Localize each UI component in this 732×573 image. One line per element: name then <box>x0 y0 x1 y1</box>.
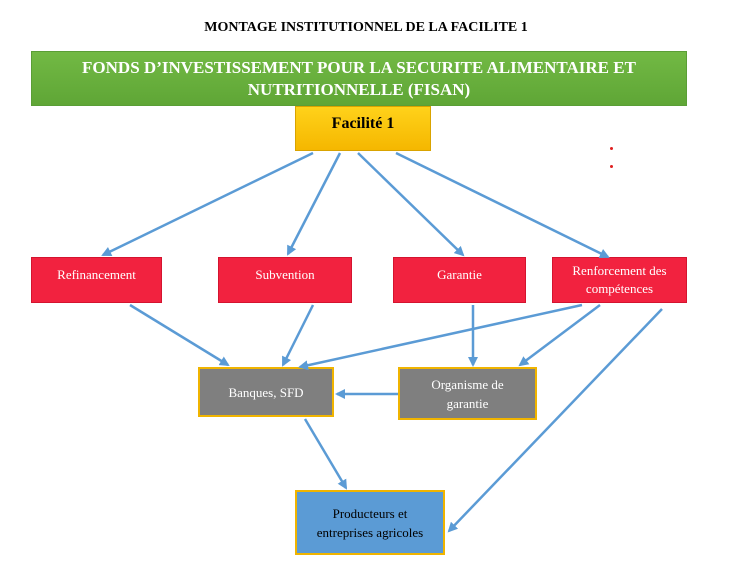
diagram-title: MONTAGE INSTITUTIONNEL DE LA FACILITE 1 <box>204 20 528 35</box>
decorative-dot <box>610 165 613 168</box>
arrow-banques-producteurs <box>303 418 348 490</box>
arrow-renforcement-producteurs <box>447 308 663 533</box>
arrow-facilite-refinancement <box>101 151 314 257</box>
arrow-facilite-renforcement <box>395 151 610 259</box>
node-banques-sfd: Banques, SFD <box>198 367 334 417</box>
arrow-facilite-subvention <box>286 152 342 256</box>
node-renforcement: Renforcement des compétences <box>552 257 687 303</box>
node-garantie: Garantie <box>393 257 526 303</box>
facility-node: Facilité 1 <box>295 106 431 151</box>
arrow-renforcement-banques <box>298 303 583 371</box>
arrow-renforcement-organisme <box>518 304 601 367</box>
node-subvention: Subvention <box>218 257 352 303</box>
node-producteurs: Producteurs et entreprises agricoles <box>295 490 445 555</box>
node-refinancement: Refinancement <box>31 257 162 303</box>
arrow-facilite-garantie <box>357 152 465 257</box>
fund-banner: FONDS D’INVESTISSEMENT POUR LA SECURITE … <box>31 51 687 106</box>
decorative-dot <box>610 147 613 150</box>
arrow-subvention-banques <box>281 304 315 367</box>
node-organisme-garantie: Organisme de garantie <box>398 367 537 420</box>
arrow-refinancement-banques <box>129 303 230 367</box>
